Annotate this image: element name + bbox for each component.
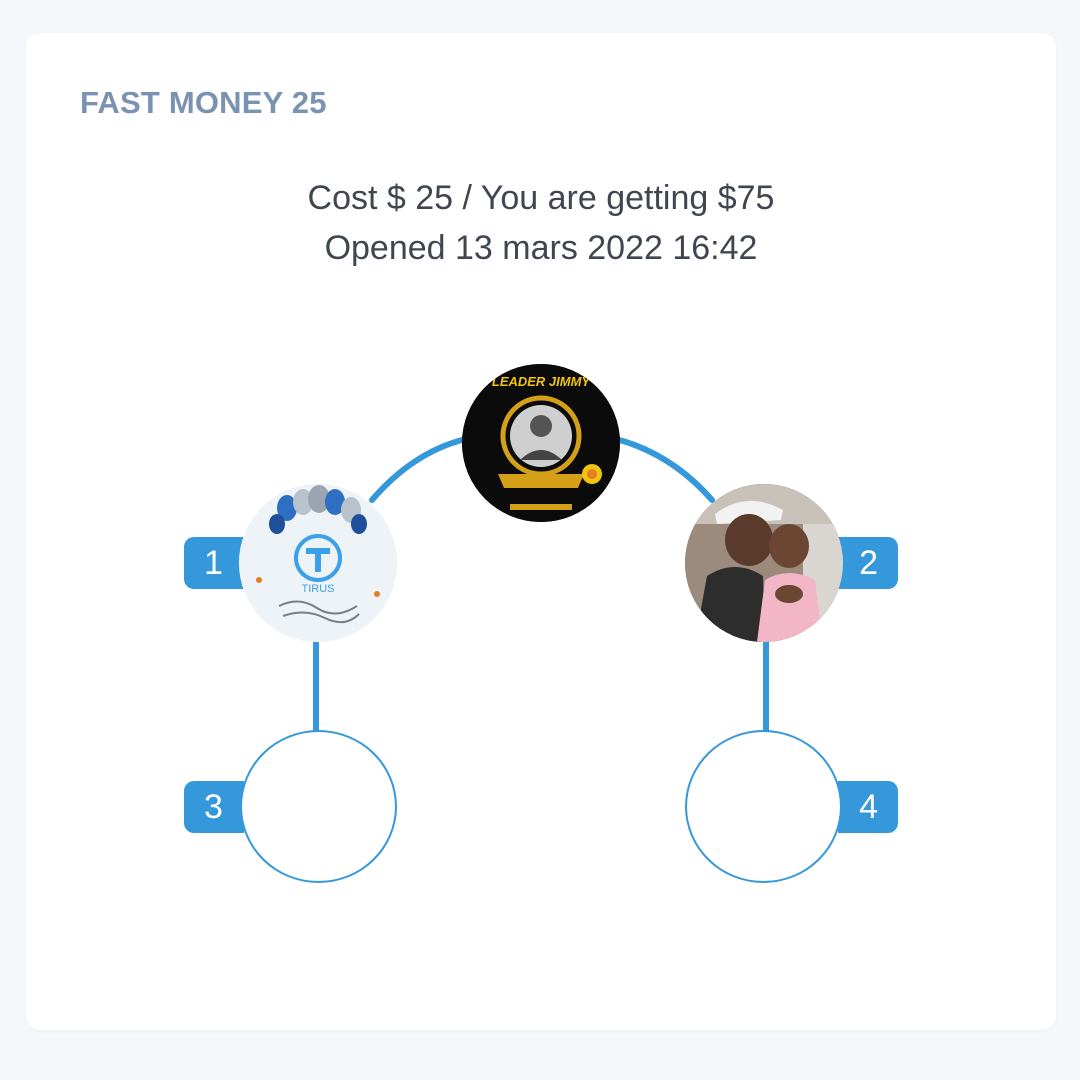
slot-number-badge-4: 4 [838, 781, 898, 833]
slot-2-member-avatar[interactable] [685, 484, 843, 642]
cost-line: Cost $ 25 / You are getting $75 [307, 179, 775, 217]
slot-number-badge-3: 3 [184, 781, 244, 833]
matrix-card: FAST MONEY 25 Cost $ 25 / You are gettin… [26, 33, 1056, 1030]
root-avatar-image: LEADER JIMMY [462, 364, 620, 522]
slot-number-badge-2: 2 [838, 537, 898, 589]
connector-root-slot-1 [369, 435, 473, 503]
root-member-avatar[interactable]: LEADER JIMMY [462, 364, 620, 522]
matrix-info: Cost $ 25 / You are getting $75 Opened 1… [26, 173, 1056, 273]
connector-root-slot-2 [609, 435, 715, 503]
root-avatar-caption: LEADER JIMMY [492, 374, 592, 389]
slot-2-avatar-image [685, 484, 843, 642]
opened-line: Opened 13 mars 2022 16:42 [324, 229, 758, 267]
slot-1-avatar-image: TIRUS [239, 484, 397, 642]
slot-4-empty-position[interactable] [685, 730, 842, 883]
slot-1-avatar-caption: TIRUS [302, 583, 335, 595]
slot-1-member-avatar[interactable]: TIRUS [239, 484, 397, 642]
slot-number-badge-1: 1 [184, 537, 244, 589]
slot-3-empty-position[interactable] [240, 730, 397, 883]
card-title: FAST MONEY 25 [80, 85, 327, 120]
